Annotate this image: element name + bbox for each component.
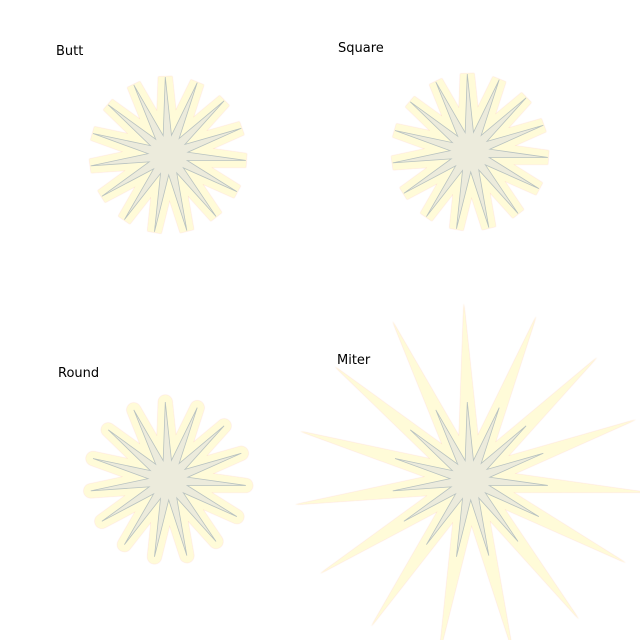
label-butt: Butt xyxy=(56,44,83,59)
star-miter: Miter xyxy=(295,303,640,640)
label-square: Square xyxy=(338,41,384,56)
label-miter: Miter xyxy=(337,353,371,368)
star-butt-shape xyxy=(90,77,246,232)
star-miter-shape xyxy=(392,402,548,557)
star-butt: Butt xyxy=(56,44,247,234)
star-round: Round xyxy=(58,366,253,564)
star-square-shape xyxy=(392,74,548,229)
star-round-shape xyxy=(90,402,246,557)
star-square: Square xyxy=(338,41,549,231)
label-round: Round xyxy=(58,366,99,381)
